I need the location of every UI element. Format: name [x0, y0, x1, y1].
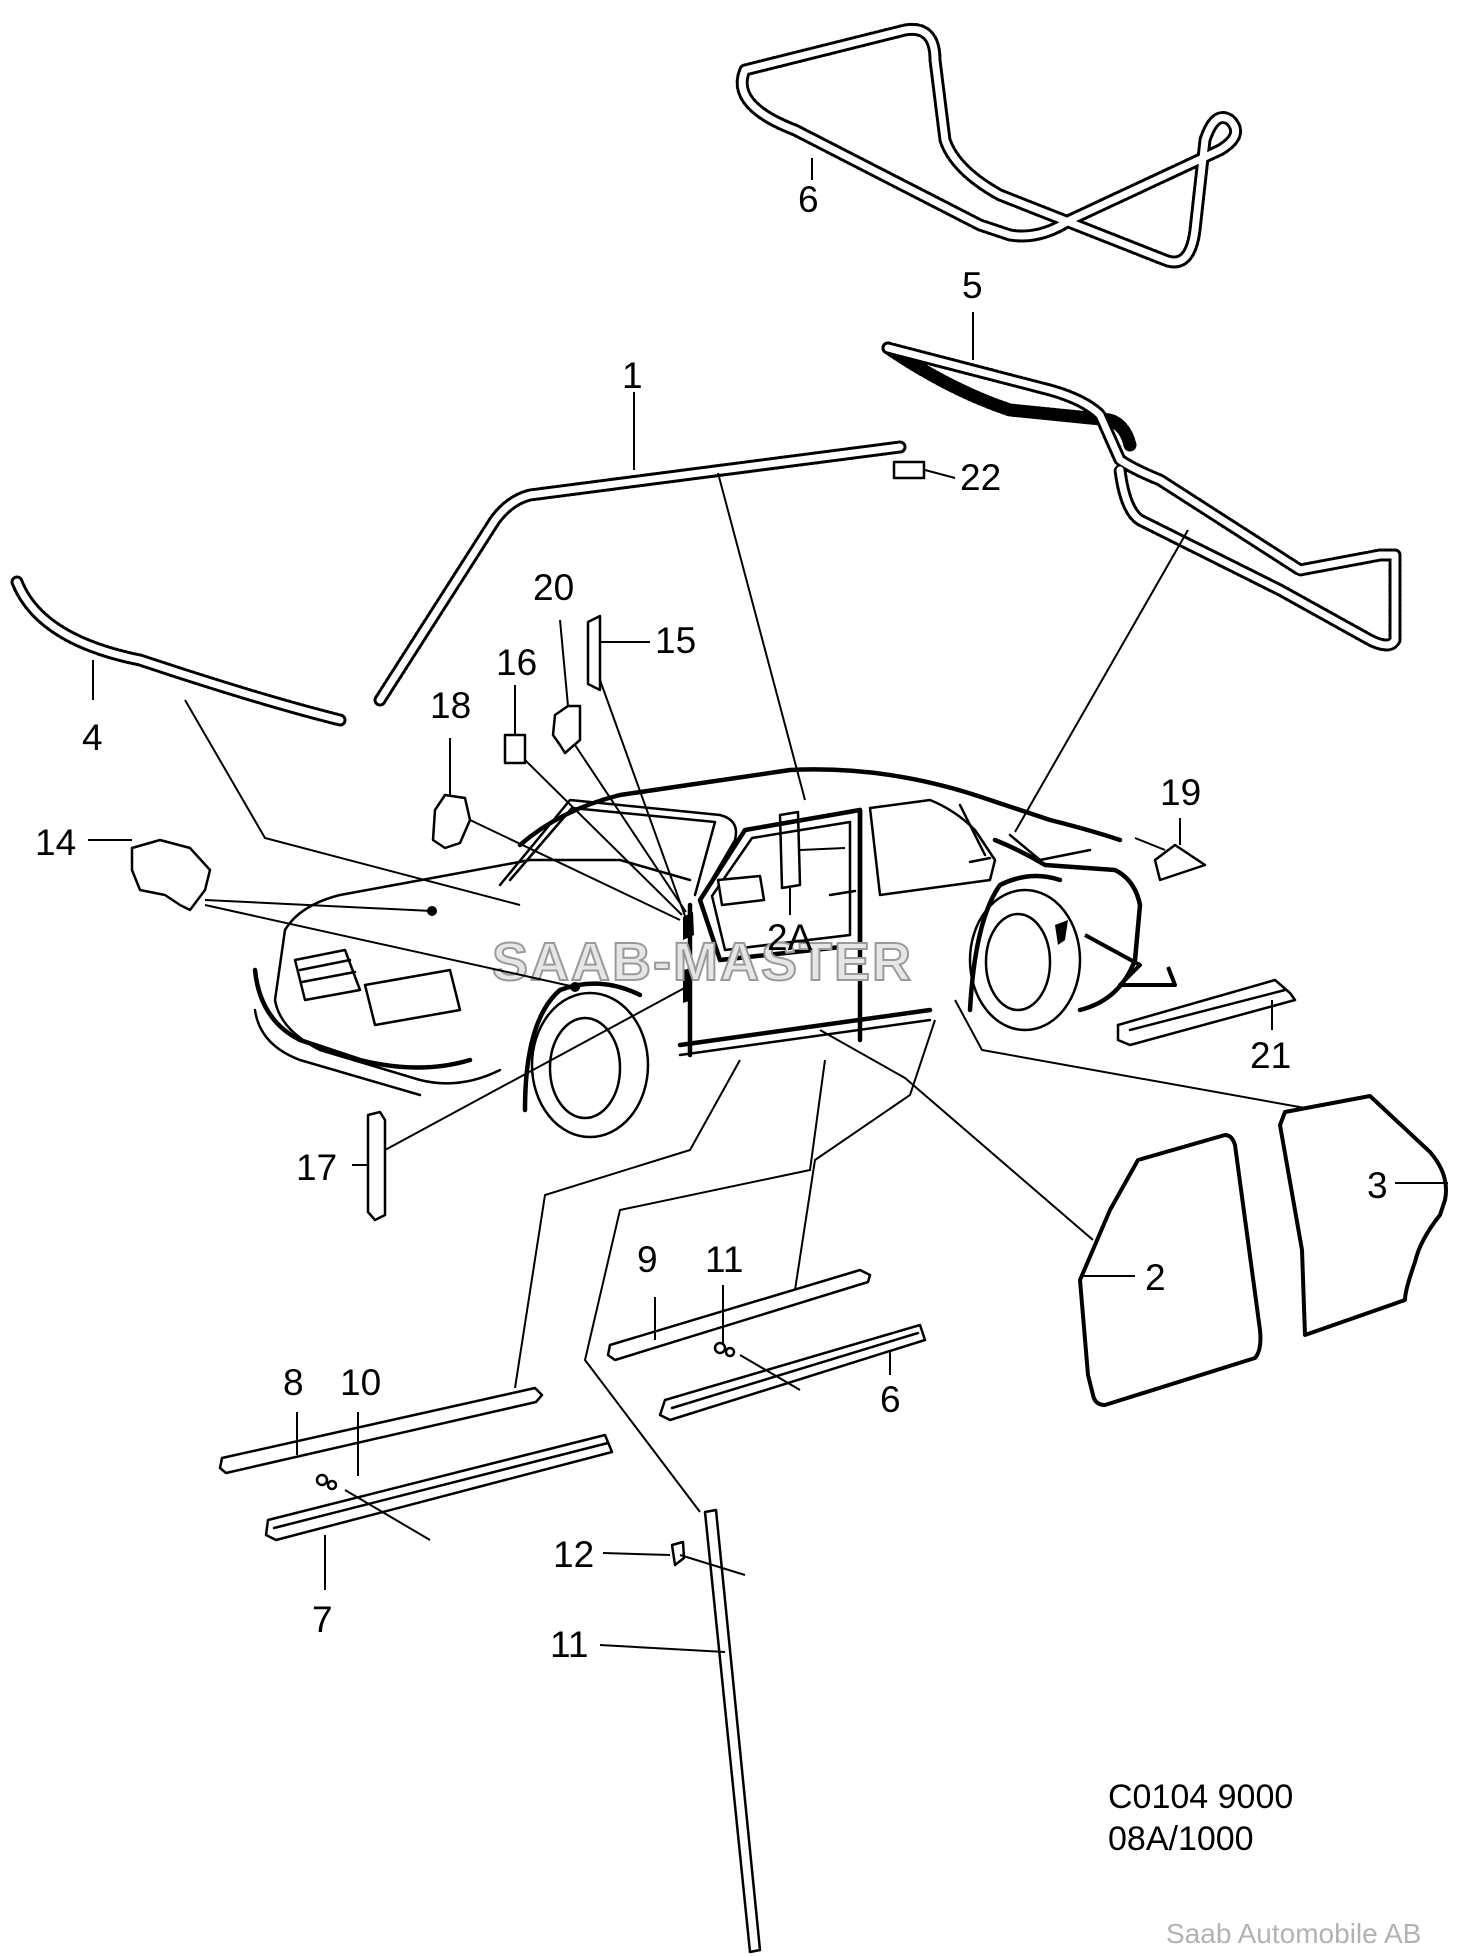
part-3-rear-door-seal: [1278, 1094, 1448, 1337]
part-7-front-sill-strip: [264, 1433, 614, 1542]
callout-11-rear: 11: [705, 1239, 743, 1280]
part-11-clip-rear: [713, 1341, 736, 1358]
callout-8: 6: [880, 1379, 901, 1420]
callout-15: 15: [655, 620, 696, 661]
callout-10: 9: [637, 1239, 658, 1280]
part-20-mirror-seal: [551, 704, 582, 755]
callout-7: 7: [312, 1599, 333, 1640]
reference-code-line2: 08A/1000: [1108, 1820, 1254, 1858]
callout-19: 19: [1160, 772, 1201, 813]
part-21-arch-strip: [1084, 933, 1297, 1047]
part-15-pad: [586, 614, 602, 692]
callout-20: 20: [533, 567, 574, 608]
part-19-wedge: [1153, 843, 1207, 882]
callout-4: 4: [82, 717, 103, 758]
part-16-block: [503, 733, 527, 765]
part-8-rear-sill-strip: [658, 1323, 927, 1422]
callout-13: 12: [553, 1534, 594, 1575]
part-12-b-pillar-strip: [703, 1508, 762, 1954]
callout-2: 2: [1145, 1257, 1166, 1298]
callout-16: 16: [496, 642, 537, 683]
callout-9: 8: [283, 1362, 304, 1403]
part-11-clip-front: [315, 1473, 338, 1491]
part-18-corner-pad: [431, 793, 472, 850]
watermark: SAAB-MASTER: [492, 932, 913, 992]
part-14-bonnet-buffer: [130, 838, 212, 912]
callout-5: 5: [962, 265, 983, 306]
reference-code-line1: C0104 9000: [1108, 1778, 1293, 1816]
part-13-clip: [670, 1540, 686, 1567]
part-22-end-cap: [892, 460, 926, 480]
callout-12: 11: [550, 1624, 588, 1665]
callout-1: 1: [622, 355, 643, 396]
part-17-pillar-pad: [366, 1110, 387, 1222]
part-5-tailgate-seal: [881, 341, 1402, 652]
callout-18: 18: [430, 685, 471, 726]
callout-2A: 2A: [767, 917, 813, 958]
part-1-roof-moulding: [373, 440, 907, 707]
callout-14: 14: [35, 822, 76, 863]
callout-21: 21: [1250, 1035, 1291, 1076]
callout-labels: 6 5 1 22 20 15 16 18 4 14 19 2A 21 17 3 …: [35, 179, 1388, 1665]
part-6-sunroof-seal: [735, 22, 1243, 269]
callout-6: 6: [798, 179, 819, 220]
part-4-windscreen-moulding: [10, 575, 347, 727]
callout-22: 22: [960, 457, 1001, 498]
part-10-rear-sill-trim: [606, 1268, 872, 1362]
leader-lines: [88, 158, 1448, 1653]
callout-17: 17: [296, 1147, 337, 1188]
part-9-front-sill-trim: [218, 1386, 544, 1475]
callout-11-front: 10: [340, 1362, 381, 1403]
part-2-front-door-seal: [1078, 1133, 1263, 1407]
callout-3: 3: [1367, 1165, 1388, 1206]
copyright-credit: Saab Automobile AB: [1166, 1918, 1421, 1949]
